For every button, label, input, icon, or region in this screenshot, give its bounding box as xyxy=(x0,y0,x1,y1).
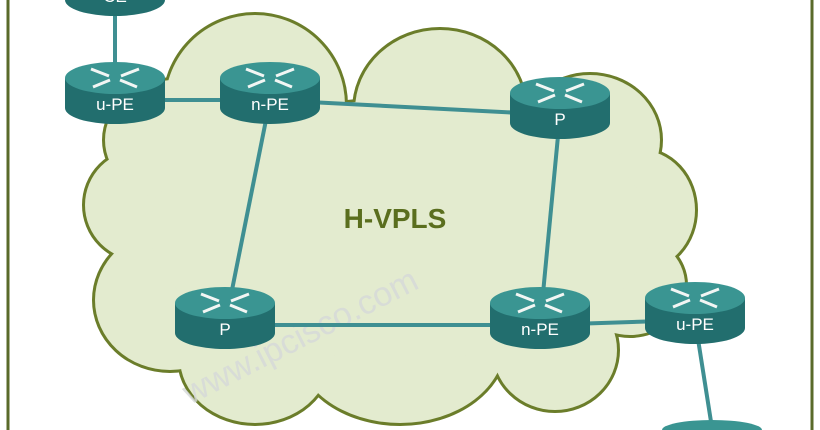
router-upe-left[interactable]: u-PE xyxy=(65,62,165,124)
router-top xyxy=(510,77,610,109)
router-icon xyxy=(535,82,585,104)
router-label: n-PE xyxy=(251,95,289,114)
router-label: P xyxy=(554,110,565,129)
router-label: CE xyxy=(103,0,127,6)
router-label: n-PE xyxy=(521,320,559,339)
router-top xyxy=(220,62,320,94)
router-ce-bottom[interactable] xyxy=(662,420,762,430)
router-icon xyxy=(670,287,720,309)
devices: CE u-PE n-PE P Pn-PE u-PE xyxy=(65,0,762,430)
router-top xyxy=(645,282,745,314)
router-body xyxy=(65,0,165,16)
router-top xyxy=(662,420,762,430)
router-npe-top[interactable]: n-PE xyxy=(220,62,320,124)
router-p-right[interactable]: P xyxy=(510,77,610,139)
cloud-title: H-VPLS xyxy=(344,203,447,234)
router-label: P xyxy=(219,320,230,339)
router-icon xyxy=(245,67,295,89)
router-ce-top[interactable]: CE xyxy=(65,0,165,16)
router-icon xyxy=(515,292,565,314)
router-top xyxy=(490,287,590,319)
router-label: u-PE xyxy=(96,95,134,114)
router-icon xyxy=(200,292,250,314)
router-upe-right[interactable]: u-PE xyxy=(645,282,745,344)
router-top xyxy=(175,287,275,319)
router-label: u-PE xyxy=(676,315,714,334)
router-top xyxy=(65,62,165,94)
router-icon xyxy=(90,67,140,89)
router-p-left[interactable]: P xyxy=(175,287,275,349)
router-npe-bottom[interactable]: n-PE xyxy=(490,287,590,349)
